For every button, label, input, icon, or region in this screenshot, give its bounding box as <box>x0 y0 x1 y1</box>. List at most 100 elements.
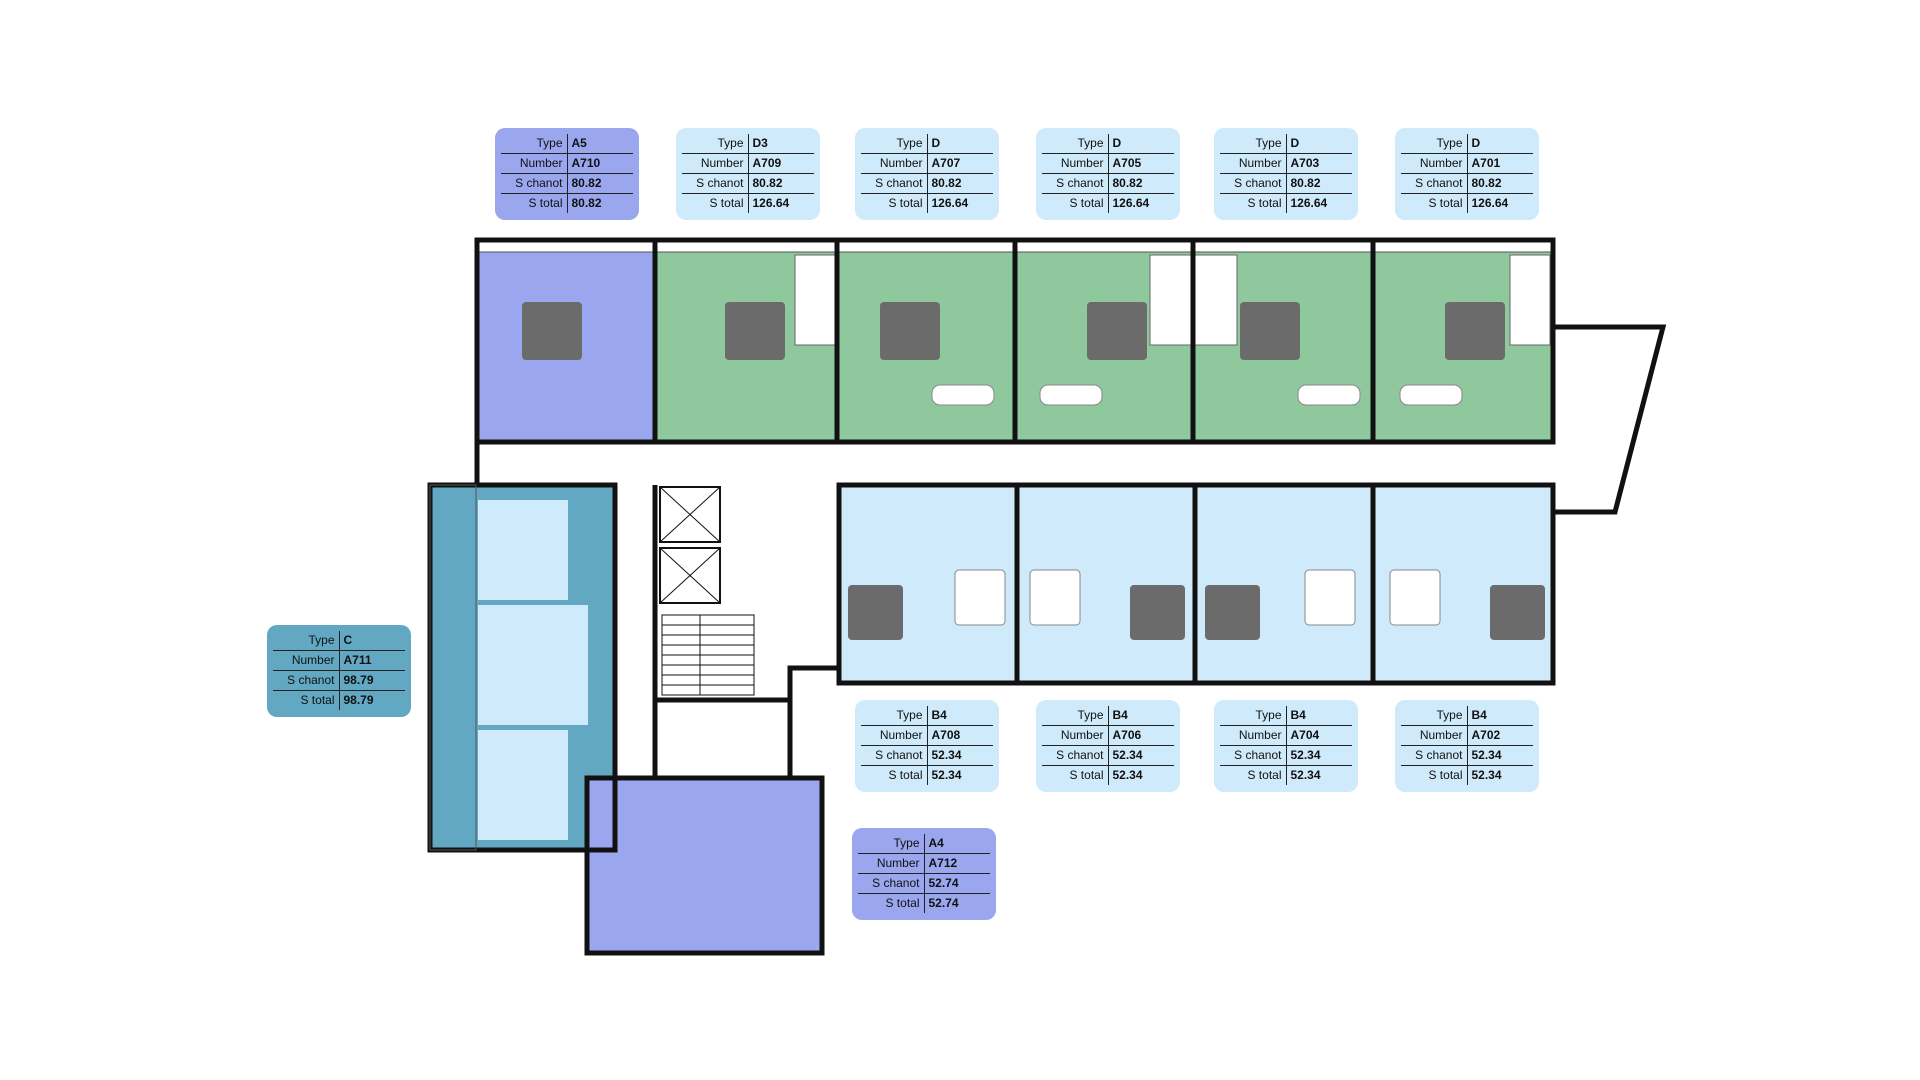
type-label: Type <box>861 706 928 726</box>
number-value: A704 <box>1286 725 1352 746</box>
s-total-value: 98.79 <box>339 690 405 710</box>
number-value: A701 <box>1467 153 1533 174</box>
number-value: A711 <box>339 650 405 671</box>
type-label: Type <box>1042 134 1109 154</box>
type-value: B4 <box>1471 708 1487 722</box>
s-chanot-value: 52.34 <box>1108 745 1174 766</box>
s-total-value: 52.34 <box>1108 765 1174 785</box>
number-label: Number <box>861 725 928 746</box>
type-value: A4 <box>928 836 944 850</box>
type-value: D <box>1471 136 1481 150</box>
type-value: C <box>343 633 353 647</box>
s-chanot-value: 98.79 <box>339 670 405 691</box>
s-chanot-label: S chanot <box>501 173 568 194</box>
staircase <box>661 614 755 696</box>
type-value: B4 <box>1290 708 1306 722</box>
s-chanot-value: 52.74 <box>924 873 990 894</box>
type-label: Type <box>1401 134 1468 154</box>
staircases-duplex <box>794 254 1551 346</box>
dining-tables-top <box>931 384 1463 406</box>
s-total-label: S total <box>1042 193 1109 213</box>
number-value: A709 <box>748 153 814 174</box>
s-total-value: 126.64 <box>1286 193 1352 213</box>
number-value: A707 <box>927 153 993 174</box>
s-chanot-value: 80.82 <box>567 173 633 194</box>
number-value: A706 <box>1108 725 1174 746</box>
number-label: Number <box>1042 153 1109 174</box>
number-label: Number <box>682 153 749 174</box>
number-label: Number <box>1042 725 1109 746</box>
s-chanot-label: S chanot <box>682 173 749 194</box>
walls <box>427 237 1667 956</box>
s-chanot-value: 80.82 <box>927 173 993 194</box>
s-chanot-value: 80.82 <box>748 173 814 194</box>
s-total-label: S total <box>1401 765 1468 785</box>
s-chanot-value: 52.34 <box>1467 745 1533 766</box>
s-total-value: 126.64 <box>748 193 814 213</box>
type-value: D <box>931 136 941 150</box>
number-value: A712 <box>924 853 990 874</box>
s-total-value: 126.64 <box>1108 193 1174 213</box>
unit-a711-bedroom1 <box>478 500 568 600</box>
type-label: Type <box>858 834 925 854</box>
s-total-label: S total <box>1042 765 1109 785</box>
type-label: Type <box>501 134 568 154</box>
furniture-top <box>522 302 1505 360</box>
s-total-label: S total <box>1220 765 1287 785</box>
type-label: Type <box>861 134 928 154</box>
type-label: Type <box>1220 134 1287 154</box>
s-chanot-label: S chanot <box>1220 173 1287 194</box>
s-total-label: S total <box>682 193 749 213</box>
type-value: D3 <box>752 136 768 150</box>
type-label: Type <box>1042 706 1109 726</box>
s-chanot-label: S chanot <box>861 745 928 766</box>
number-value: A708 <box>927 725 993 746</box>
s-chanot-value: 80.82 <box>1286 173 1352 194</box>
s-total-value: 52.34 <box>1467 765 1533 785</box>
furniture-b4 <box>848 569 1545 640</box>
s-total-value: 52.34 <box>927 765 993 785</box>
s-chanot-label: S chanot <box>273 670 340 691</box>
number-label: Number <box>1220 153 1287 174</box>
type-label: Type <box>273 631 340 651</box>
number-label: Number <box>858 853 925 874</box>
unit-a711-bedroom2 <box>478 730 568 840</box>
number-label: Number <box>273 650 340 671</box>
s-total-label: S total <box>1401 193 1468 213</box>
s-chanot-label: S chanot <box>1042 173 1109 194</box>
s-chanot-value: 52.34 <box>1286 745 1352 766</box>
s-chanot-value: 80.82 <box>1467 173 1533 194</box>
number-label: Number <box>501 153 568 174</box>
number-value: A703 <box>1286 153 1352 174</box>
number-value: A702 <box>1467 725 1533 746</box>
type-value: B4 <box>931 708 947 722</box>
unit-a711-living <box>478 605 588 725</box>
number-label: Number <box>1220 725 1287 746</box>
number-label: Number <box>1401 725 1468 746</box>
s-chanot-label: S chanot <box>1401 173 1468 194</box>
unit-a712-area[interactable] <box>587 778 822 953</box>
s-total-value: 126.64 <box>1467 193 1533 213</box>
s-total-label: S total <box>861 193 928 213</box>
s-total-label: S total <box>273 690 340 710</box>
s-total-value: 126.64 <box>927 193 993 213</box>
number-value: A710 <box>567 153 633 174</box>
s-total-label: S total <box>501 193 568 213</box>
number-value: A705 <box>1108 153 1174 174</box>
type-value: B4 <box>1112 708 1128 722</box>
s-chanot-label: S chanot <box>1401 745 1468 766</box>
type-label: Type <box>1401 706 1468 726</box>
